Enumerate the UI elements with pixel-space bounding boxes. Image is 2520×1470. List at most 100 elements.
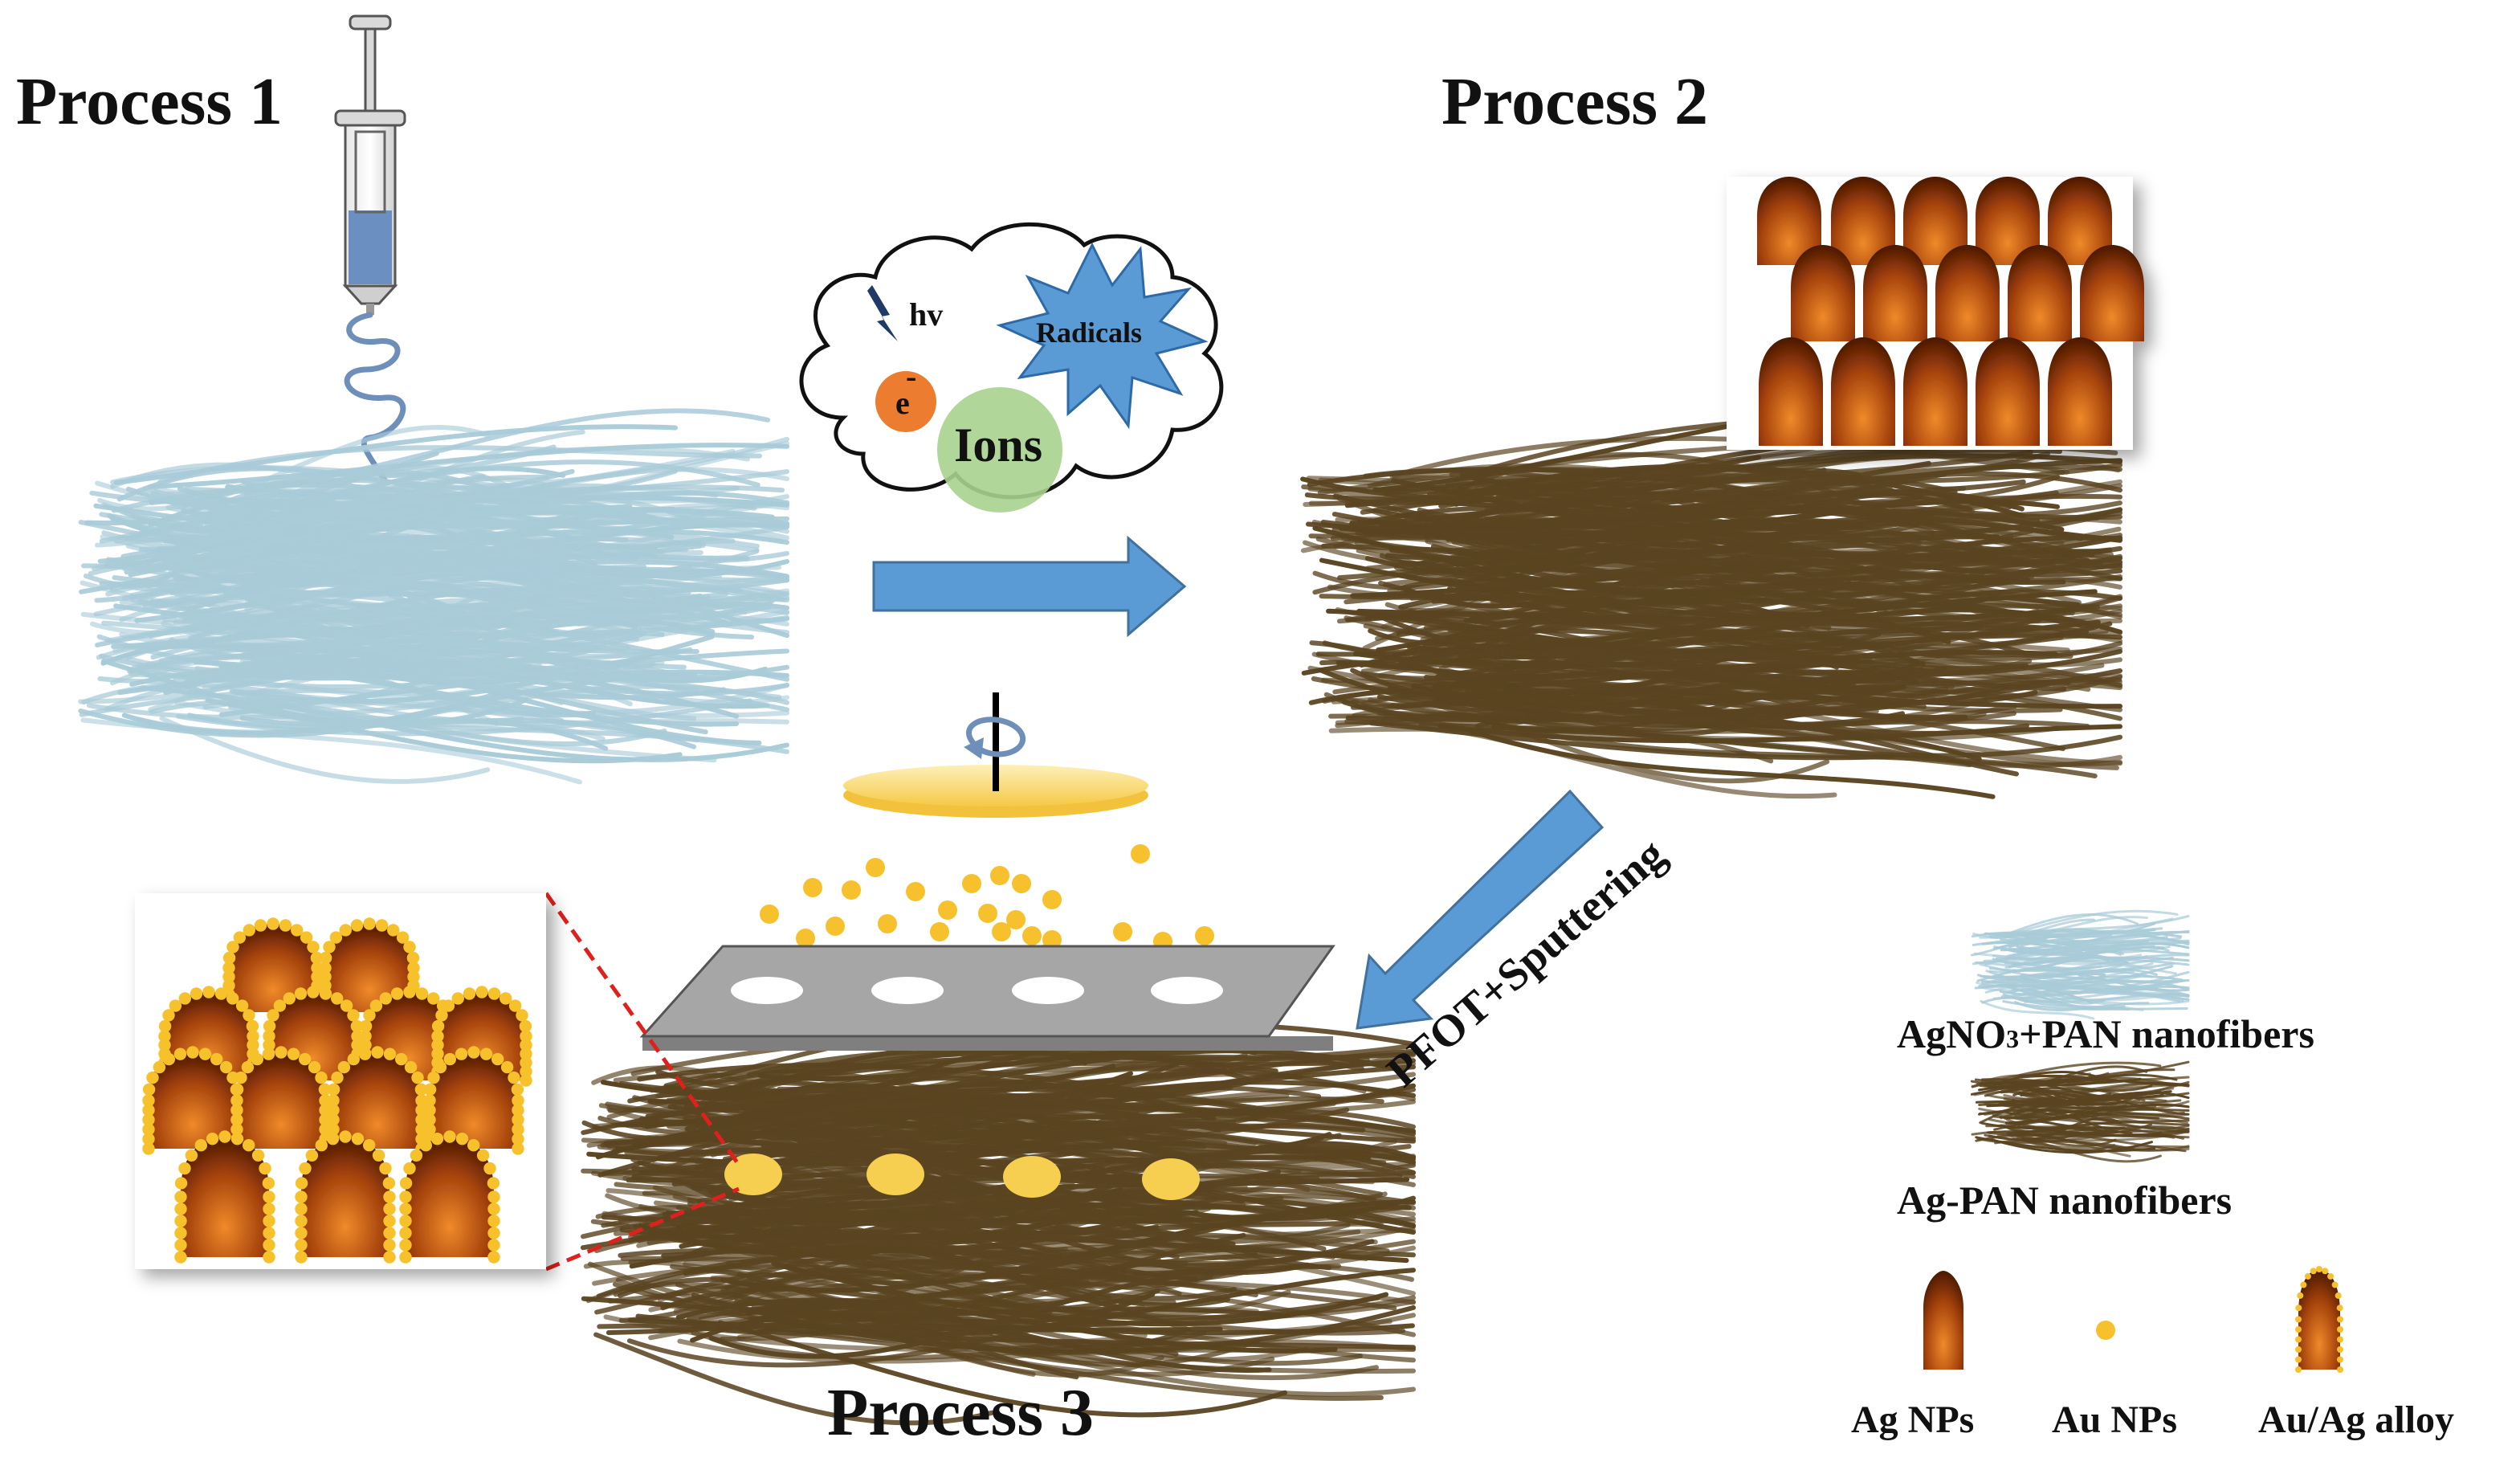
fiber-strand xyxy=(765,1306,1416,1397)
fiber-strand xyxy=(1445,468,1827,488)
au-nanoparticle-dot xyxy=(142,1123,155,1136)
au-nanoparticle-dot xyxy=(383,1239,396,1252)
fiber-strand xyxy=(587,1261,1079,1346)
fiber-strand xyxy=(767,1086,1416,1170)
fiber-strand xyxy=(1354,540,1995,573)
au-nanoparticle-dot xyxy=(142,1113,155,1126)
au-nanoparticle-dot xyxy=(267,1009,279,1022)
ag-pan-nanofiber-mat xyxy=(1300,400,2122,799)
fiber-strand xyxy=(1372,611,1780,660)
ag-nanoparticle xyxy=(229,924,317,1012)
ag-nanoparticle xyxy=(333,1052,422,1149)
au-nanoparticle-dot xyxy=(174,1239,187,1252)
au-nanoparticle-dot xyxy=(174,1215,187,1227)
fiber-strand xyxy=(750,1066,1367,1113)
au-nanoparticle-dot xyxy=(512,1113,524,1126)
process3-title: Process 3 xyxy=(827,1375,1095,1450)
au-nanoparticle-dot xyxy=(487,1203,500,1215)
au-sputter-particle xyxy=(992,922,1011,941)
au-nanoparticle-dot xyxy=(423,1094,436,1107)
fiber-strand xyxy=(636,1162,1311,1248)
au-nanoparticle-dot xyxy=(359,1039,372,1051)
au-nanoparticle-dot xyxy=(520,1039,532,1051)
au-sputter-particle xyxy=(796,929,815,948)
au-nanoparticle-dot xyxy=(174,1177,188,1190)
au-sputter-particle xyxy=(878,914,897,933)
legend-agno3-suffix: +PAN nanofibers xyxy=(2019,1011,2314,1056)
au-nanoparticle-dot xyxy=(2337,1366,2343,1373)
fiber-strand xyxy=(593,1332,994,1426)
fiber-strand xyxy=(1311,651,1756,682)
au-nanoparticle-dot xyxy=(315,1139,328,1152)
fiber-strand xyxy=(2016,945,2190,966)
au-nanoparticle-dot xyxy=(2334,1292,2342,1299)
fiber-strand xyxy=(1972,960,2102,970)
fiber-strand xyxy=(1418,722,1972,768)
au-nanoparticle-dot xyxy=(263,1203,275,1215)
au-sputter-particle xyxy=(962,874,981,893)
au-nanoparticle-dot xyxy=(243,1009,255,1022)
au-nanoparticle-dot xyxy=(382,1177,396,1190)
au-nanoparticle-dot xyxy=(399,1215,412,1227)
au-nanoparticle-dot xyxy=(520,1065,532,1078)
fiber-strand xyxy=(2016,1137,2190,1149)
au-nanoparticle-dot xyxy=(520,1030,532,1043)
ag-nanoparticle xyxy=(1903,177,1967,265)
au-nanoparticle-dot xyxy=(431,1030,444,1043)
fiber-strand xyxy=(139,685,789,762)
au-nanoparticle-dot xyxy=(318,1083,332,1096)
au-nanoparticle-dot xyxy=(359,1030,372,1043)
au-nanoparticle-dot xyxy=(251,1052,263,1066)
ag-nanoparticle xyxy=(181,1137,269,1257)
au-nanoparticle-dot xyxy=(263,1227,275,1239)
fiber-strand xyxy=(79,535,598,594)
rotation-arrow-icon xyxy=(964,717,1026,759)
fiber-strand xyxy=(1484,586,2029,672)
ag-nanoparticle xyxy=(1976,337,2040,446)
au-nanoparticle-dot xyxy=(174,1190,187,1203)
fiber-strand xyxy=(1376,668,2122,723)
au-nanoparticle-dot xyxy=(511,1083,524,1096)
zoom-lines xyxy=(544,892,741,1272)
ag-nanoparticle xyxy=(2048,337,2112,446)
legend-ag-np-icon xyxy=(1923,1271,1963,1370)
ag-nanoparticle xyxy=(406,1137,494,1257)
au-nanoparticle-dot xyxy=(331,1071,344,1084)
au-nanoparticle-dot xyxy=(375,919,389,932)
ag-nanoparticle xyxy=(1791,245,1855,341)
au-nanoparticle-dot xyxy=(387,924,400,937)
ag-nanoparticle xyxy=(1831,177,1895,265)
au-nanoparticle-dot xyxy=(247,1030,259,1043)
au-nanoparticle-dot xyxy=(431,1039,444,1051)
fiber-strand xyxy=(165,476,576,534)
au-sputter-particle xyxy=(1042,930,1062,949)
au-nanoparticle-dot xyxy=(339,924,352,937)
au-sputter-particle xyxy=(1113,922,1132,941)
au-nanoparticle-dot xyxy=(291,924,304,937)
au-nanoparticle-dot xyxy=(2310,1268,2317,1275)
fiber-strand xyxy=(1355,525,1808,555)
legend-ag-nps-label: Ag NPs xyxy=(1851,1399,1975,1441)
fiber-strand xyxy=(2021,982,2184,1002)
au-nanoparticle-dot xyxy=(153,1060,166,1074)
au-nanoparticle-dot xyxy=(508,1071,520,1084)
process1-title: Process 1 xyxy=(16,64,283,139)
au-nanoparticle-dot xyxy=(230,1123,243,1136)
au-nanoparticle-dot xyxy=(487,1227,500,1239)
fiber-strand xyxy=(741,1233,1341,1278)
electron-label: e xyxy=(895,385,910,421)
au-nanoparticle-dot xyxy=(222,970,235,983)
au-nanoparticle-dot xyxy=(512,1133,524,1145)
fiber-strand xyxy=(603,1048,1407,1146)
fiber-strand xyxy=(601,1215,1236,1247)
au-nanoparticle-dot xyxy=(174,1251,187,1264)
au-nanoparticle-dot xyxy=(500,1060,514,1074)
pan-nanofiber-mat xyxy=(78,408,789,785)
ag-nanoparticle xyxy=(1976,177,2040,265)
au-nanoparticle-dot xyxy=(467,1139,480,1152)
au-nanoparticle-dot xyxy=(455,1047,468,1060)
au-nanoparticle-dot xyxy=(287,1047,300,1060)
au-nanoparticle-dot xyxy=(2295,1336,2302,1343)
legend-au-np-icon xyxy=(2096,1321,2115,1340)
